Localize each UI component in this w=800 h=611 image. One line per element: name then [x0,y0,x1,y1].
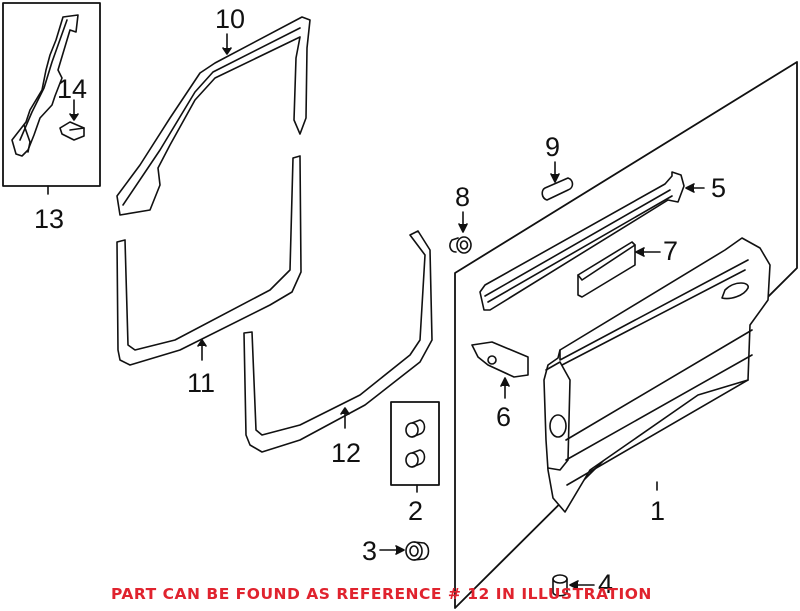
part-3-grommet [379,541,430,561]
part-7-pad [577,241,661,298]
label-part-3: 3 [362,536,378,566]
part-13-box [2,2,101,195]
reference-note: PART CAN BE FOUND AS REFERENCE # 12 IN I… [111,585,652,603]
part-12-weatherstrip [243,230,433,453]
part-11-weatherstrip [116,155,302,366]
part-4-plug [552,574,595,597]
label-part-12: 12 [331,438,362,468]
label-part-14: 14 [57,74,88,104]
label-part-9: 9 [545,132,561,162]
part-6-bracket [471,341,529,399]
label-part-2: 2 [408,496,424,526]
label-part-11: 11 [187,368,216,398]
label-part-13: 13 [34,204,65,234]
label-part-4: 4 [598,569,614,599]
label-part-5: 5 [711,173,727,203]
part-10-frame-weatherstrip [116,16,311,216]
part-9-bumper [541,161,574,201]
part-8-grommet [449,211,472,254]
label-part-6: 6 [496,402,512,432]
label-part-8: 8 [455,182,471,212]
label-part-10: 10 [215,4,246,34]
part-1-door-panel [454,61,798,609]
part-5-belt-weatherstrip [479,171,705,311]
label-part-1: 1 [650,496,666,526]
part-2-box [390,401,440,493]
label-part-7: 7 [663,236,679,266]
